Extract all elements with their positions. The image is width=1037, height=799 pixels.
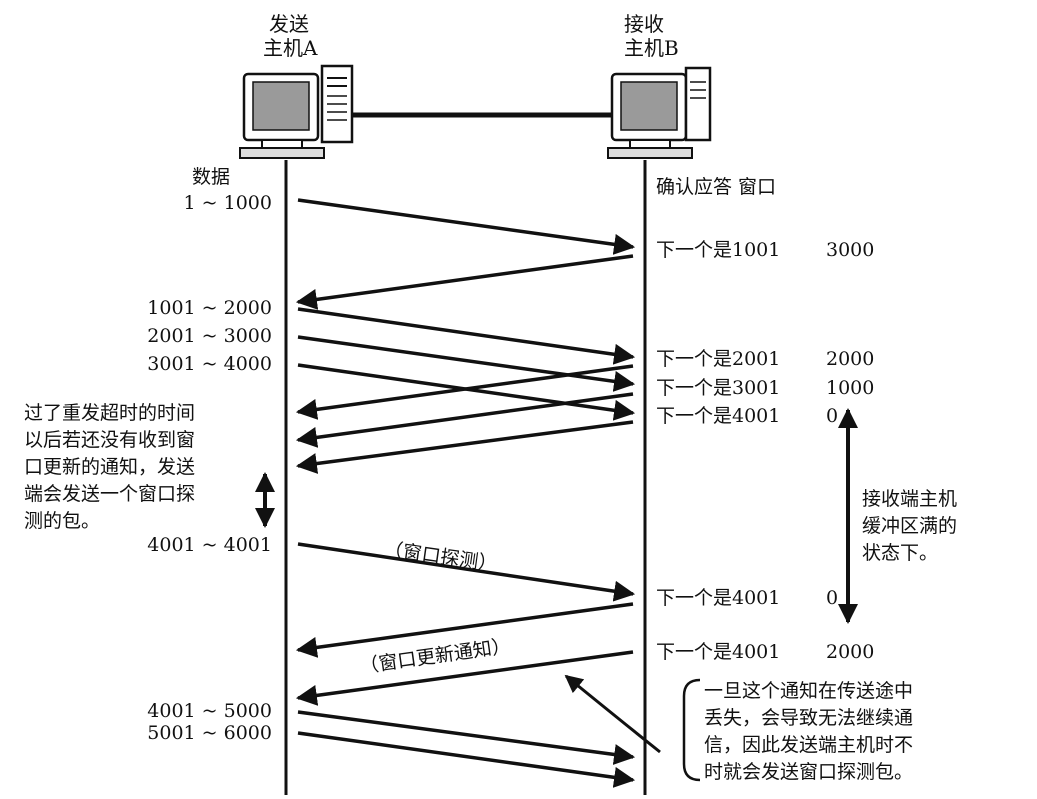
host-a-label-line2: 主机A: [263, 36, 318, 60]
arrow-ack-5: [295, 602, 634, 658]
arrow-ack-3: [295, 392, 634, 448]
ack-label: 下一个是4001: [656, 405, 781, 427]
sender-label: 1001 ~ 2000: [147, 297, 272, 319]
arrow-window-probe: [297, 542, 636, 602]
window-size-label: 2000: [826, 641, 875, 663]
arrows-data: [297, 198, 636, 788]
column-header-data: 数据: [192, 166, 231, 188]
ack-label: 下一个是1001: [656, 239, 781, 261]
note-line: 丢失，会导致无法继续通: [704, 707, 914, 729]
note-bracket: [682, 678, 701, 782]
arrow-data-6: [297, 731, 636, 788]
window-size-label: 2000: [826, 348, 875, 370]
sender-label: 5001 ~ 6000: [147, 722, 272, 744]
arrow-window-update: [295, 650, 634, 706]
note-line: 缓冲区满的: [862, 515, 958, 537]
ack-label: 下一个是2001: [656, 348, 781, 370]
note-line: 口更新的通知，发送: [24, 456, 196, 478]
note-line: 以后若还没有收到窗: [24, 429, 196, 451]
computer-icon-host-a: [239, 64, 354, 159]
note-line: 测的包。: [24, 510, 101, 532]
window-size-label: 0: [826, 587, 839, 609]
curved-pointer-arrow: [564, 674, 661, 754]
note-line: 端会发送一个窗口探: [24, 483, 196, 505]
note-line: 信，因此发送端主机时不: [704, 734, 914, 756]
ack-label: 下一个是3001: [656, 377, 781, 399]
sender-label: 4001 ~ 5000: [147, 700, 272, 722]
note-buffer-full: 接收端主机 缓冲区满的 状态下。: [862, 486, 957, 567]
note-line: 过了重发超时的时间: [24, 402, 196, 424]
note-line: 一旦这个通知在传送途中: [704, 680, 914, 702]
arrow-data-2: [297, 307, 636, 365]
note-line: 接收端主机: [862, 488, 958, 510]
sender-label: 3001 ~ 4000: [147, 353, 272, 375]
note-line: 时就会发送窗口探测包。: [704, 761, 914, 783]
host-b-label-line1: 接收: [624, 12, 664, 36]
column-header-ack-window: 确认应答 窗口: [656, 176, 777, 198]
ack-label: 下一个是4001: [656, 641, 781, 663]
sender-label: 4001 ~ 4001: [147, 534, 272, 556]
note-lost-update: 一旦这个通知在传送途中 丢失，会导致无法继续通 信，因此发送端主机时不 时就会发…: [704, 678, 913, 786]
note-line: 状态下。: [862, 542, 939, 564]
computer-icon-host-b: [607, 66, 712, 159]
sender-label: 1 ~ 1000: [183, 192, 272, 214]
sender-label: 2001 ~ 3000: [147, 325, 272, 347]
arrow-ack-2: [295, 364, 634, 420]
note-retransmit-timeout: 过了重发超时的时间 以后若还没有收到窗 口更新的通知，发送 端会发送一个窗口探 …: [24, 400, 195, 535]
arrow-data-1: [297, 198, 636, 255]
window-size-label: 0: [826, 405, 839, 427]
window-size-label: 3000: [826, 239, 875, 261]
ack-label: 下一个是4001: [656, 587, 781, 609]
arrow-data-5: [297, 710, 636, 765]
window-size-label: 1000: [826, 377, 875, 399]
host-b-label-line2: 主机B: [624, 36, 679, 60]
host-a-label-line1: 发送: [269, 12, 309, 36]
arrows-ack: [295, 254, 634, 706]
arrow-data-3: [297, 335, 636, 392]
arrow-ack-1: [295, 254, 634, 310]
arrow-ack-4: [295, 420, 634, 474]
